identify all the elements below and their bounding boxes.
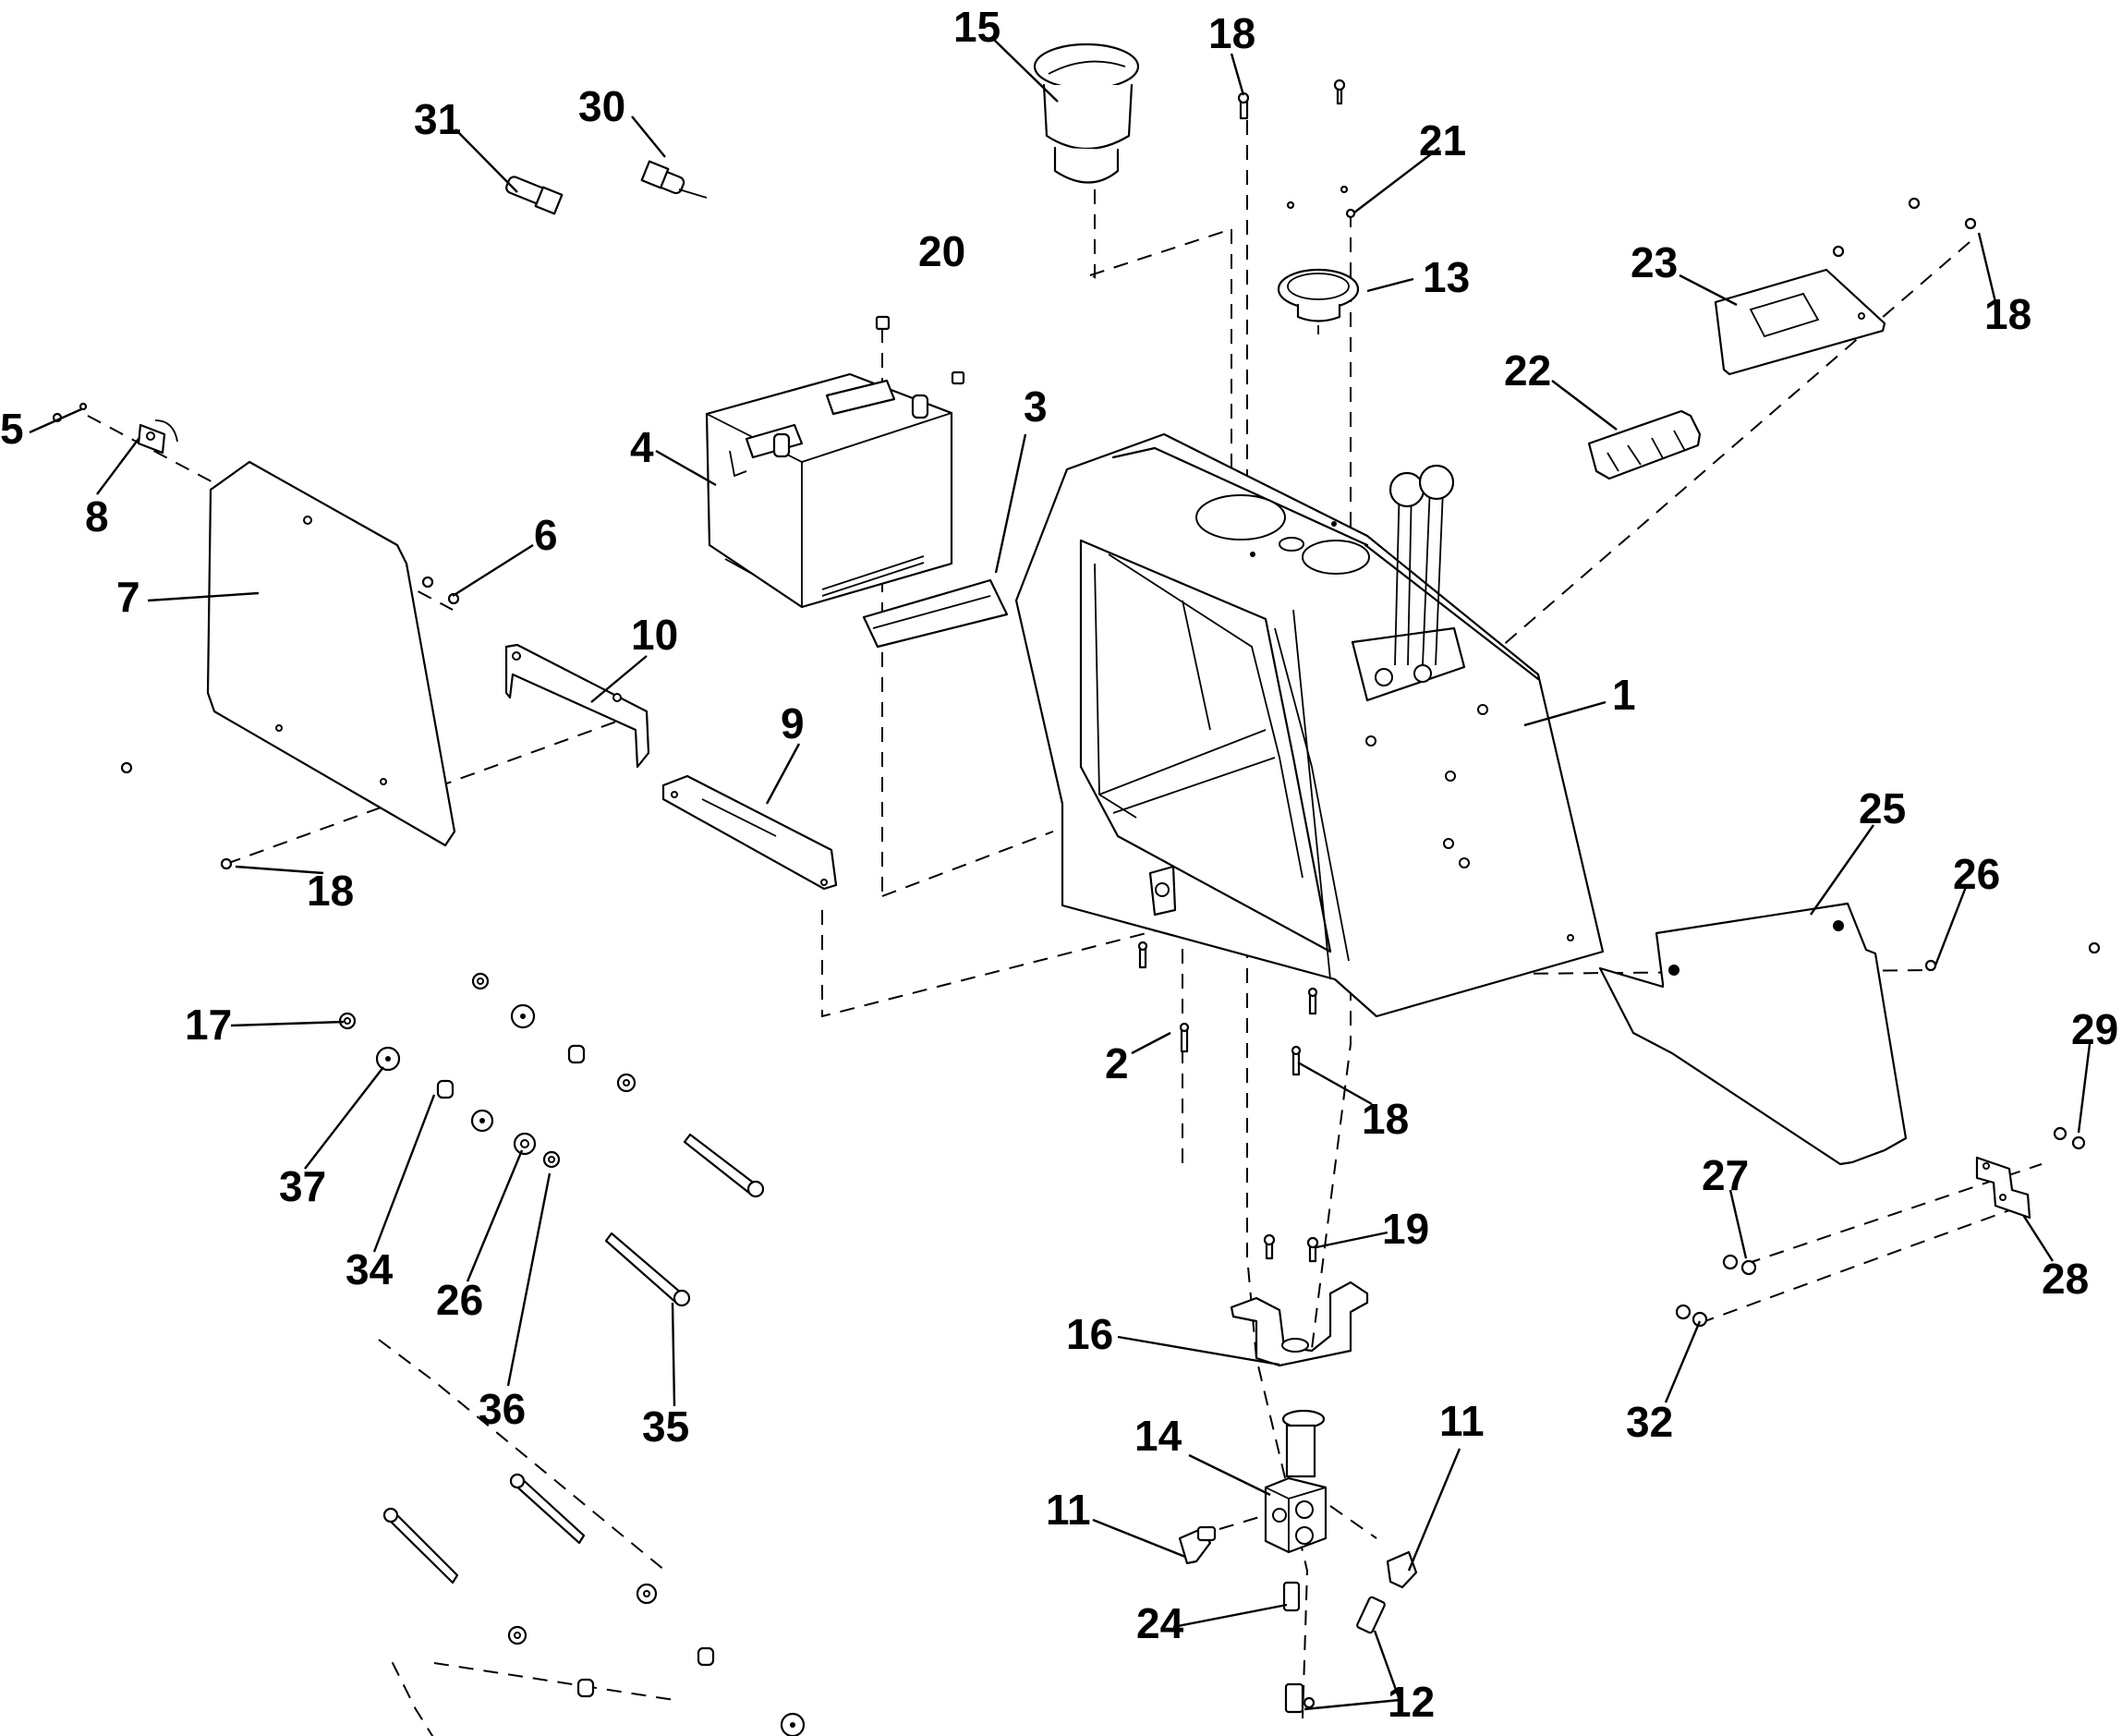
screws-top[interactable] [1237,79,1356,219]
callout-18: 18 [1362,1095,1409,1143]
callout-7: 7 [116,573,140,621]
callout-2: 2 [1105,1039,1129,1087]
part-gauge[interactable] [1277,268,1360,334]
callout-24: 24 [1136,1599,1184,1647]
part-tee-fitting-12[interactable] [1284,1596,1386,1714]
callout-18: 18 [1208,9,1255,57]
part-bolt-27[interactable] [1722,1254,1757,1276]
hardware-stack-left[interactable] [338,972,842,1736]
callout-19: 19 [1382,1205,1429,1253]
part-valve-bracket[interactable] [1230,1281,1369,1367]
callout-18: 18 [1984,290,2031,338]
callout-6: 6 [534,511,558,559]
part-nut-6[interactable] [421,576,460,605]
bolts-19[interactable] [1263,1233,1319,1263]
callout-3: 3 [1024,382,1048,431]
callout-34: 34 [346,1245,394,1293]
callout-20: 20 [918,227,965,275]
callout-28: 28 [2042,1255,2089,1303]
part-switch-connector-30[interactable] [640,160,708,199]
part-vent-plate[interactable] [1587,409,1702,480]
part-latch-8[interactable] [137,419,178,455]
part-nut-20[interactable] [875,315,965,385]
callout-22: 22 [1504,346,1551,395]
callout-32: 32 [1626,1398,1673,1446]
callout-35: 35 [642,1402,689,1451]
callout-36: 36 [479,1385,526,1433]
part-bracket-10[interactable] [504,643,650,769]
part-hinge-bracket[interactable] [1975,1156,2031,1220]
callout-26: 26 [1953,850,2000,898]
callout-23: 23 [1631,238,1678,286]
callout-17: 17 [185,1001,232,1049]
callout-11: 11 [1439,1397,1485,1445]
callout-9: 9 [781,699,805,747]
callout-37: 37 [279,1162,326,1210]
part-valve-block[interactable] [1264,1409,1328,1554]
callout-27: 27 [1702,1151,1749,1199]
callout-18: 18 [307,867,354,915]
part-elbow-fitting-right[interactable] [1386,1550,1418,1589]
screws-right-top[interactable] [1832,197,1977,258]
callout-29: 29 [2071,1005,2118,1053]
screws-left[interactable] [120,761,233,870]
callout-25: 25 [1859,784,1906,832]
part-side-panel[interactable] [206,460,456,847]
part-battery[interactable] [705,372,953,609]
callout-26: 26 [436,1276,483,1324]
callout-5: 5 [0,405,24,453]
callout-labels: 15 18 31 30 21 20 13 23 18 22 5 3 4 8 6 … [0,3,2118,1726]
callout-8: 8 [85,492,109,540]
part-bolt-32[interactable] [1675,1304,1708,1328]
part-battery-tray[interactable] [661,774,838,891]
part-angle-bracket[interactable] [862,578,1009,649]
callout-11: 11 [1046,1486,1091,1534]
leader-lines [29,38,2092,1711]
callout-16: 16 [1066,1310,1113,1358]
part-side-cover[interactable] [1598,902,1908,1166]
callout-4: 4 [630,423,654,471]
part-fitting-24[interactable] [1282,1581,1301,1612]
callout-10: 10 [631,611,678,659]
callout-1: 1 [1612,671,1636,719]
part-console-housing[interactable] [1014,432,1605,1018]
part-cover-plate[interactable] [1714,268,1886,376]
callout-12: 12 [1388,1678,1435,1726]
callout-14: 14 [1134,1412,1182,1460]
callout-30: 30 [578,82,625,130]
callout-13: 13 [1423,253,1470,301]
callout-21: 21 [1419,116,1466,164]
part-nut-29[interactable] [2053,1126,2086,1150]
part-nut-26-right[interactable] [1924,941,2101,972]
callout-15: 15 [953,3,1000,51]
callout-31: 31 [414,95,461,143]
part-cup-holder[interactable] [1033,42,1140,184]
part-switch-connector-31[interactable] [504,176,564,215]
part-elbow-fitting-left[interactable] [1178,1525,1217,1565]
bolts-bottom[interactable] [1137,941,1318,1076]
